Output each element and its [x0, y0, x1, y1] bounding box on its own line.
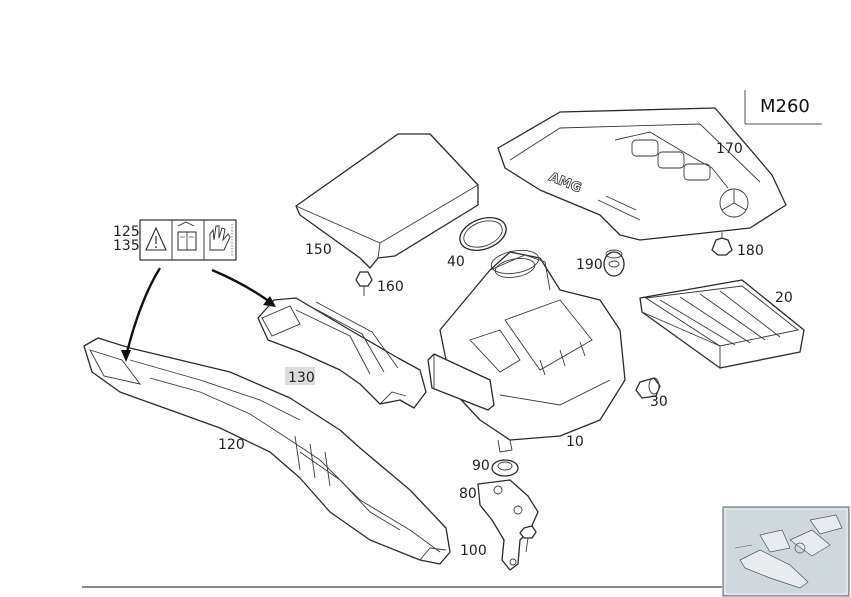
- bushing-part: [603, 249, 625, 277]
- connector-sleeve-part: [635, 377, 661, 399]
- bolt-part: [355, 271, 373, 296]
- callout-90: 90: [472, 458, 490, 474]
- hand-icon: [209, 225, 231, 251]
- manual-book-icon: [177, 221, 197, 251]
- callout-10: 10: [566, 434, 584, 450]
- air-filter-housing-part: [427, 249, 626, 453]
- grommet-lower-part: [491, 459, 519, 477]
- warning-triangle-icon: [145, 226, 167, 251]
- callout-150: 150: [305, 242, 332, 258]
- callout-190: 190: [576, 257, 603, 273]
- filter-housing-cover-part: [295, 133, 479, 269]
- callout-180: 180: [737, 243, 764, 259]
- seal-ring-part: [459, 217, 507, 251]
- intake-duct-upper-part: [257, 297, 427, 409]
- model-code: M260: [760, 96, 810, 117]
- bolt-lower-part: [519, 525, 537, 553]
- grommet-part: [711, 232, 733, 256]
- callout-135: 135: [113, 238, 140, 254]
- callout-30: 30: [650, 394, 668, 410]
- callout-20: 20: [775, 290, 793, 306]
- thumbnail-preview: [722, 506, 850, 597]
- callout-80: 80: [459, 486, 477, 502]
- callout-120: 120: [218, 437, 245, 453]
- filter-element-part: [639, 279, 805, 369]
- callout-100: 100: [460, 543, 487, 559]
- callout-125: 125: [113, 224, 140, 240]
- intake-duct-lower-part: [83, 337, 451, 565]
- callout-170: 170: [716, 141, 743, 157]
- engine-cover-part: AMG: [497, 107, 787, 241]
- callout-130-highlight: [285, 367, 315, 385]
- leader-arrows: [121, 267, 276, 362]
- callout-160: 160: [377, 279, 404, 295]
- bracket-part: [477, 479, 539, 571]
- callout-130: 130: [288, 370, 315, 386]
- model-tag: M260: [744, 90, 822, 125]
- warning-label-part: [139, 219, 237, 261]
- callout-40: 40: [447, 254, 465, 270]
